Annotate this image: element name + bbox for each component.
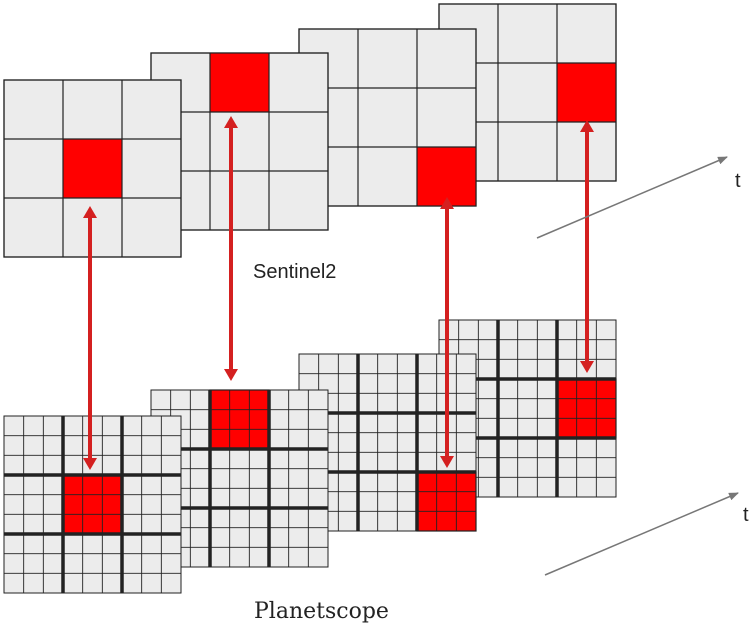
planetscope-frame-1 — [3, 415, 182, 594]
arrow-head-up — [224, 116, 238, 128]
arrow-head-up — [580, 120, 594, 132]
time-axis-top — [536, 156, 728, 239]
correspondence-arrow-2 — [224, 116, 238, 381]
time-label-bottom: t — [743, 504, 749, 526]
sentinel2-highlight-cell — [557, 63, 616, 122]
sentinel2-highlight-cell — [417, 147, 476, 206]
planetscope-frame-border — [3, 415, 182, 594]
planetscope-highlight-block — [417, 472, 476, 531]
planetscope-frames — [3, 319, 617, 594]
correspondence-arrow-4 — [580, 120, 594, 373]
arrow-head-down — [440, 456, 454, 468]
sentinel2-frames — [3, 3, 617, 258]
planetscope-label: Planetscope — [254, 599, 389, 624]
correspondence-arrow-3 — [440, 197, 454, 468]
sentinel2-highlight-cell — [210, 53, 269, 112]
arrow-head-up — [83, 206, 97, 218]
planetscope-highlight-block — [557, 379, 616, 438]
correspondence-arrow-1 — [83, 206, 97, 470]
sentinel2-frame-1 — [3, 79, 182, 258]
arrow-head-down — [83, 458, 97, 470]
planetscope-highlight-block — [210, 390, 269, 449]
arrow-head-down — [580, 361, 594, 373]
planetscope-highlight-outline — [62, 474, 123, 535]
sentinel2-highlight-cell — [63, 139, 122, 198]
time-axis-bottom — [544, 492, 739, 576]
planetscope-highlight-block — [63, 475, 122, 534]
sentinel2-label: Sentinel2 — [253, 261, 336, 283]
sentinel2-frame-border — [3, 79, 182, 258]
arrow-head-down — [224, 369, 238, 381]
time-label-top: t — [735, 170, 741, 192]
correspondence-arrows — [83, 116, 594, 470]
arrow-head-up — [440, 197, 454, 209]
